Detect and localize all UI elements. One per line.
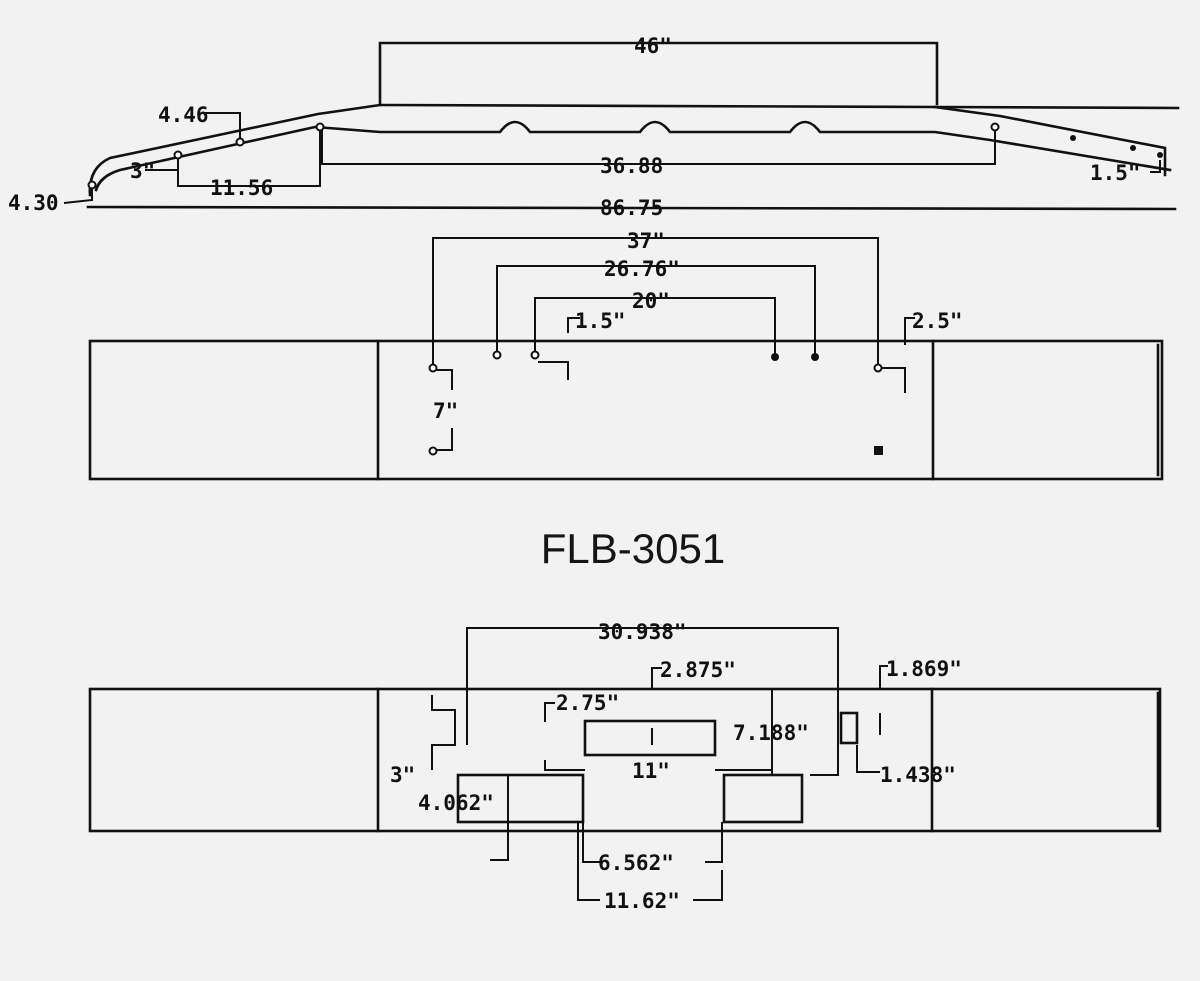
dim-15-leader: [567, 317, 580, 333]
dim-3-label: 3": [390, 763, 415, 787]
dim-430-leader: [63, 185, 93, 204]
front-view: 37" 26.76" 20" 1.5" 2.5" 7": [88, 229, 1164, 481]
dim-20-label: 20": [632, 289, 670, 313]
cutout-left: [456, 773, 585, 824]
dim-11-bracket: [544, 760, 772, 771]
side-view: 46" 4.46 3" 11.56 36.88 4.30 86.75 1.5": [8, 34, 1180, 220]
dim-446-label: 4.46: [158, 103, 209, 127]
dim-3-label: 3": [130, 159, 155, 183]
dim-46-label: 46": [634, 34, 672, 58]
dim-15-leader: [1150, 160, 1161, 173]
dim-37-bracket: [432, 237, 879, 368]
hole-marker: [990, 122, 1000, 132]
dim-15-label: 1.5": [1090, 161, 1141, 185]
hole-marker: [87, 180, 97, 190]
front-outline: [88, 339, 1164, 481]
bottom-outline: [88, 687, 1162, 833]
dim-275-leader: [544, 702, 653, 745]
dim-2875-label: 2.875": [660, 658, 736, 682]
dim-46-bracket: [378, 41, 939, 107]
dim-20-bracket: [534, 297, 776, 355]
side-outline-right: [933, 105, 1167, 177]
part-number: FLB-3051: [541, 525, 725, 572]
dim-2676-bracket: [496, 265, 816, 355]
dim-2676-label: 26.76": [604, 257, 680, 281]
dim-1869-leader: [879, 665, 888, 735]
cutout-right: [722, 773, 804, 824]
dim-446-leader: [205, 112, 241, 140]
dim-6562-label: 6.562": [598, 851, 674, 875]
dim-11-label: 11": [632, 759, 670, 783]
hole-marker: [492, 350, 502, 360]
hole-marker: [173, 150, 183, 160]
bottom-view: 30.938" 2.875" 1.869" 2.75" 7.188" 3" 11…: [88, 620, 1162, 913]
dim-2875-leader: [651, 667, 773, 775]
dim-3-bracket: [431, 695, 456, 770]
hole-marker: [771, 353, 779, 361]
dim-1869-label: 1.869": [886, 657, 962, 681]
dim-1438-leader: [856, 745, 880, 773]
dim-3688-label: 36.88: [600, 154, 663, 178]
dim-30938-label: 30.938": [598, 620, 687, 644]
dim-1438-label: 1.438": [880, 763, 956, 787]
dim-15-leader-low: [538, 361, 569, 380]
dim-30938-bracket: [466, 627, 839, 776]
dim-430-label: 4.30: [8, 191, 59, 215]
hole-marker: [530, 350, 540, 360]
hole-marker: [873, 363, 883, 373]
dim-25-label: 2.5": [912, 309, 963, 333]
dim-7188-label: 7.188": [733, 721, 809, 745]
square-marker: [874, 446, 883, 455]
dim-3688-bracket: [321, 127, 996, 165]
side-base-line: [86, 205, 1177, 211]
hole-marker: [811, 353, 819, 361]
dim-1156-label: 11.56: [210, 176, 273, 200]
dim-6562-bracket: [582, 822, 723, 863]
hole-marker: [315, 122, 325, 132]
hole-marker: [428, 363, 438, 373]
hole-marker: [1130, 145, 1136, 151]
dim-1162-label: 11.62": [604, 889, 680, 913]
side-outline-inner: [94, 120, 1172, 192]
dim-1156-bracket: [177, 127, 321, 187]
dim-25-leader: [904, 317, 915, 345]
cutout-small: [839, 711, 859, 745]
dim-15-label: 1.5": [575, 309, 626, 333]
dim-275-label: 2.75": [556, 691, 619, 715]
dim-7-bracket: [433, 369, 453, 451]
dim-1162-bracket: [577, 822, 723, 901]
dim-8675-label: 86.75: [600, 196, 663, 220]
hole-marker: [235, 137, 245, 147]
hole-marker: [1070, 135, 1076, 141]
dim-4062-leader: [490, 775, 509, 861]
dim-4062-label: 4.062": [418, 791, 494, 815]
hole-marker: [428, 446, 438, 456]
cutout-top: [583, 719, 717, 757]
dim-37-label: 37": [627, 229, 665, 253]
dim-25-leader-low: [878, 367, 906, 393]
hole-marker: [1157, 152, 1163, 158]
dim-7-label: 7": [433, 399, 458, 423]
